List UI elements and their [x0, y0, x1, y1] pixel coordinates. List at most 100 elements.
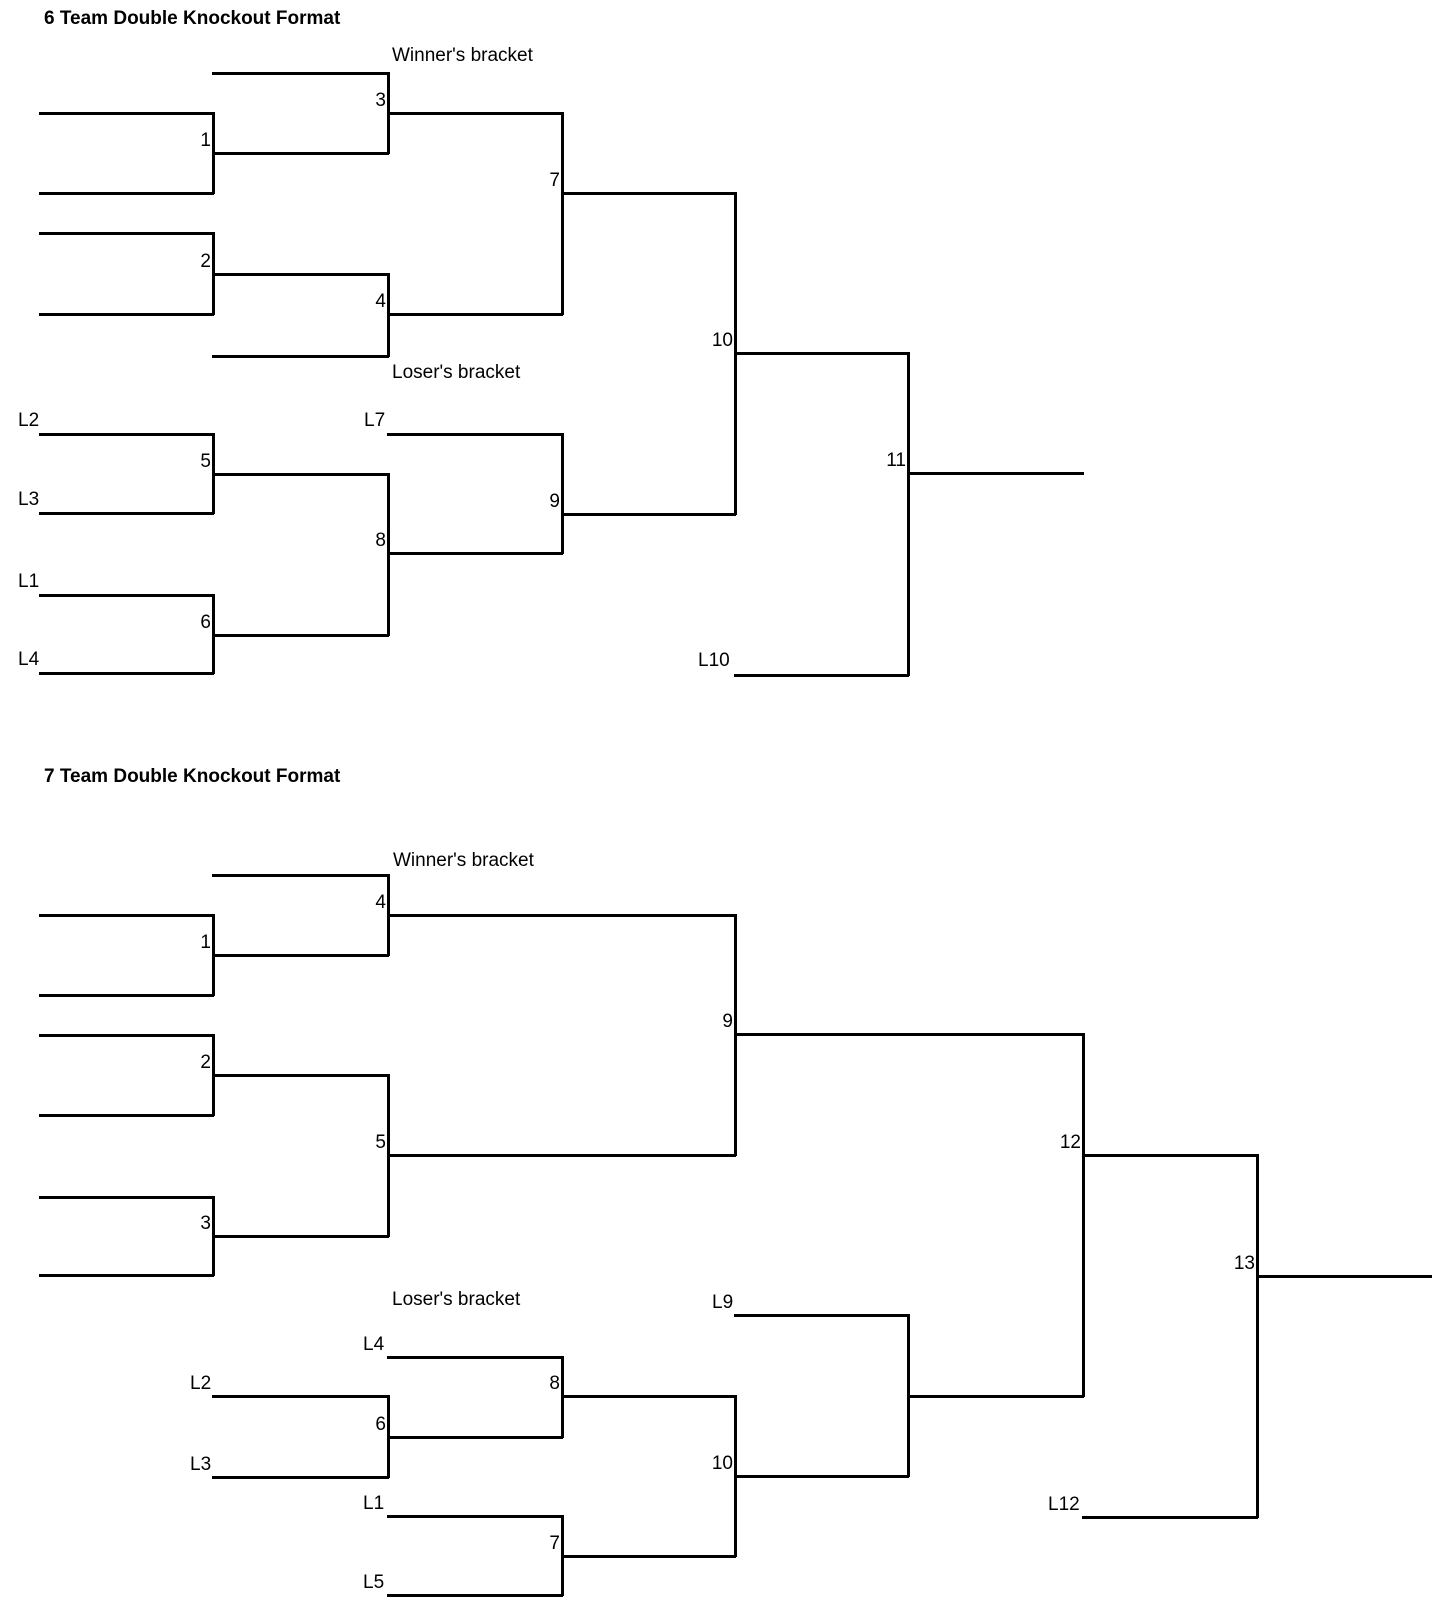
bracket-line-vertical — [212, 1034, 215, 1116]
bracket-line-vertical — [1082, 1033, 1085, 1397]
loser-seed-label: L2 — [190, 1373, 212, 1394]
bracket-line-horizontal — [387, 914, 736, 917]
match-number-label: 8 — [549, 1373, 560, 1394]
bracket-line-horizontal — [1256, 1275, 1432, 1278]
bracket-line-horizontal — [561, 1555, 736, 1558]
match-number-label: 1 — [200, 130, 211, 151]
bracket-line-vertical — [734, 914, 737, 1156]
match-number-label: 9 — [549, 491, 560, 512]
match-number-label: 5 — [375, 1132, 386, 1153]
loser-seed-label: L1 — [18, 571, 40, 592]
bracket-line-horizontal — [39, 232, 214, 235]
match-number-label: 6 — [200, 612, 211, 633]
bracket-line-vertical — [1256, 1154, 1259, 1518]
loser-seed-label: L10 — [698, 650, 730, 671]
match-number-label: 6 — [375, 1414, 386, 1435]
bracket-line-vertical — [212, 112, 215, 194]
bracket-line-horizontal — [212, 1476, 389, 1479]
bracket-line-horizontal — [212, 273, 389, 276]
loser-seed-label: L5 — [363, 1572, 385, 1593]
bracket-line-horizontal — [734, 1314, 909, 1317]
loser-seed-label: L3 — [18, 489, 40, 510]
bracket-line-horizontal — [39, 192, 214, 195]
bracket-line-horizontal — [907, 472, 1084, 475]
match-number-label: 4 — [375, 892, 386, 913]
bracket-line-horizontal — [39, 512, 214, 515]
bracket-line-horizontal — [387, 1356, 563, 1359]
loser-seed-label: L12 — [1048, 1494, 1080, 1515]
bracket-line-horizontal — [1082, 1516, 1258, 1519]
bracket-line-horizontal — [387, 1154, 736, 1157]
winners-bracket-label: Winner's bracket — [392, 45, 533, 66]
bracket-line-horizontal — [561, 1395, 736, 1398]
bracket-line-horizontal — [212, 1074, 389, 1077]
bracket-line-horizontal — [561, 513, 736, 516]
bracket-line-vertical — [387, 1074, 390, 1237]
bracket-line-vertical — [907, 352, 910, 676]
loser-seed-label: L4 — [18, 649, 40, 670]
bracket-line-horizontal — [39, 914, 214, 917]
bracket-line-horizontal — [39, 433, 214, 436]
bracket-line-vertical — [212, 914, 215, 996]
bracket-line-horizontal — [387, 1594, 563, 1597]
bracket-line-horizontal — [39, 313, 214, 316]
match-number-label: 2 — [200, 1052, 211, 1073]
bracket-line-vertical — [212, 1196, 215, 1276]
bracket-line-horizontal — [212, 1235, 389, 1238]
loser-seed-label: L2 — [18, 410, 40, 431]
bracket-line-horizontal — [39, 112, 214, 115]
bracket-line-horizontal — [387, 552, 563, 555]
bracket-line-horizontal — [212, 1395, 389, 1398]
loser-seed-label: L9 — [712, 1292, 734, 1313]
match-number-label: 11 — [886, 450, 906, 471]
match-number-label: 3 — [200, 1213, 211, 1234]
match-number-label: 2 — [200, 251, 211, 272]
match-number-label: 4 — [375, 291, 386, 312]
match-number-label: 10 — [711, 330, 733, 351]
bracket-line-horizontal — [734, 1033, 1084, 1036]
bracket-line-horizontal — [212, 72, 389, 75]
bracket-line-horizontal — [212, 152, 389, 155]
bracket-line-horizontal — [387, 313, 563, 316]
match-number-label: 13 — [1233, 1253, 1255, 1274]
bracket-line-horizontal — [734, 674, 909, 677]
bracket-line-vertical — [387, 1395, 390, 1478]
bracket-line-horizontal — [39, 994, 214, 997]
bracket-line-horizontal — [212, 874, 389, 877]
bracket-line-horizontal — [561, 192, 736, 195]
bracket-line-vertical — [561, 433, 564, 554]
bracket-line-horizontal — [212, 954, 389, 957]
match-number-label: 7 — [549, 170, 560, 191]
losers-bracket-label: Loser's bracket — [392, 362, 521, 383]
bracket-6-team-title: 6 Team Double Knockout Format — [44, 8, 341, 29]
bracket-line-vertical — [734, 192, 737, 515]
bracket-line-horizontal — [39, 594, 214, 597]
match-number-label: 10 — [711, 1453, 733, 1474]
match-number-label: 3 — [375, 90, 386, 111]
bracket-line-horizontal — [212, 634, 389, 637]
bracket-line-horizontal — [39, 1114, 214, 1117]
match-number-label: 5 — [200, 451, 211, 472]
match-number-label: 7 — [549, 1533, 560, 1554]
bracket-line-horizontal — [39, 1034, 214, 1037]
loser-seed-label: L1 — [363, 1493, 385, 1514]
losers-bracket-label: Loser's bracket — [392, 1289, 521, 1310]
loser-seed-label: L3 — [190, 1454, 212, 1475]
bracket-line-horizontal — [907, 1395, 1084, 1398]
bracket-line-vertical — [561, 1515, 564, 1596]
bracket-line-horizontal — [387, 112, 563, 115]
loser-seed-label: L4 — [363, 1334, 385, 1355]
winners-bracket-label: Winner's bracket — [393, 850, 534, 871]
bracket-line-horizontal — [212, 355, 389, 358]
bracket-line-horizontal — [387, 1436, 563, 1439]
bracket-line-horizontal — [734, 1475, 909, 1478]
match-number-label: 9 — [722, 1011, 733, 1032]
bracket-line-horizontal — [39, 1274, 214, 1277]
bracket-line-vertical — [212, 433, 215, 514]
bracket-line-horizontal — [387, 433, 563, 436]
bracket-line-vertical — [734, 1395, 737, 1557]
match-number-label: 12 — [1059, 1132, 1081, 1153]
bracket-line-vertical — [387, 874, 390, 956]
match-number-label: 1 — [200, 932, 211, 953]
